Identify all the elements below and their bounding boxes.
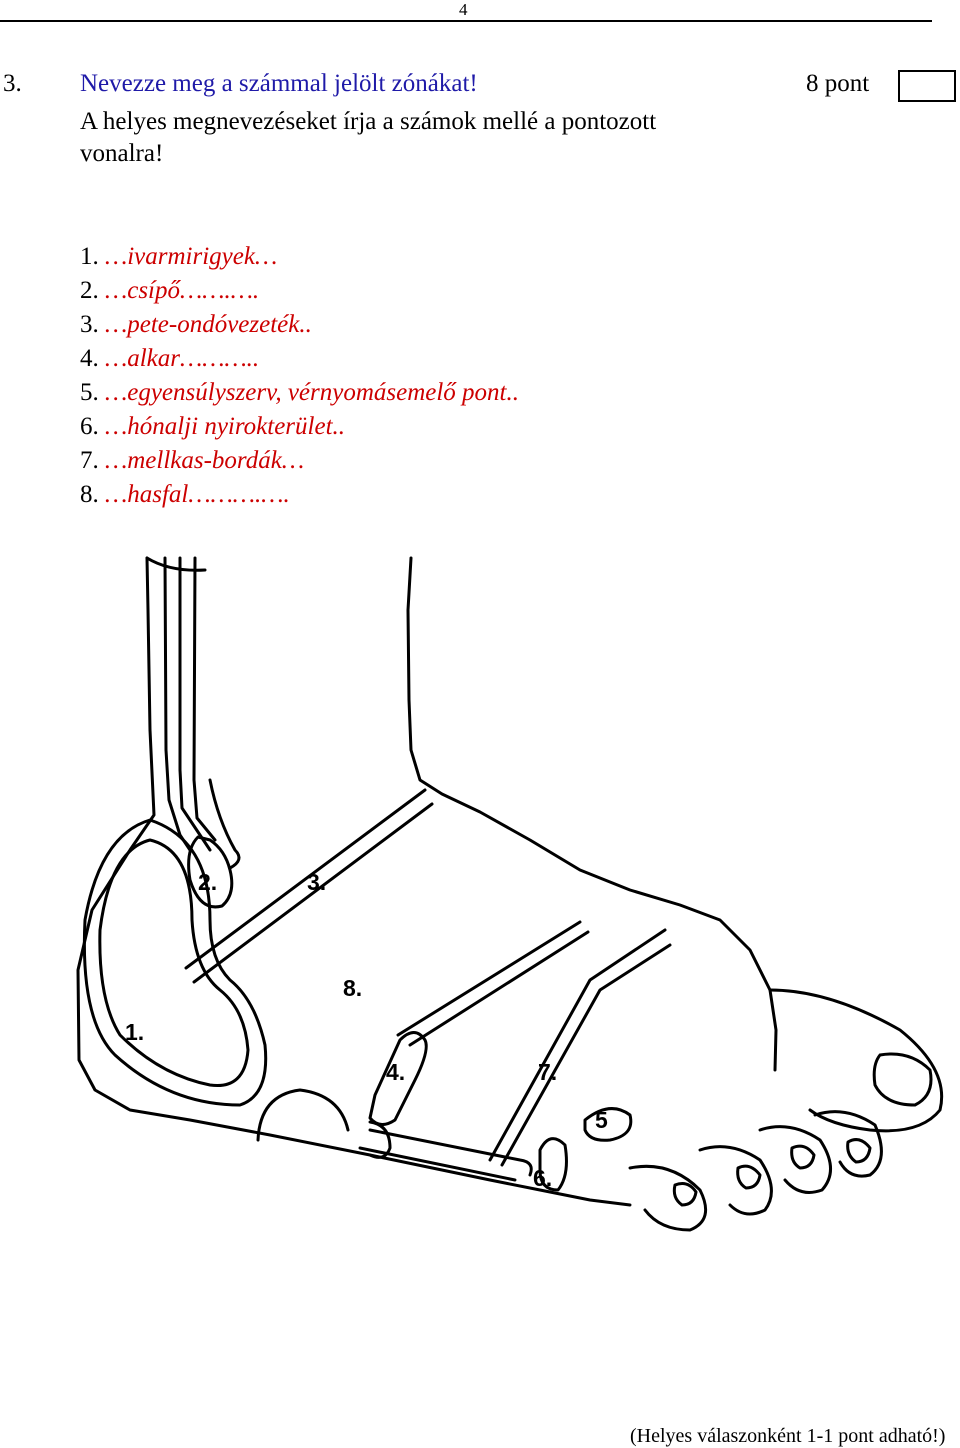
toe-nail-3 xyxy=(790,1144,816,1170)
balance-zone xyxy=(583,1107,633,1142)
toe-nail-4 xyxy=(736,1164,762,1190)
toe-nail-5 xyxy=(672,1182,698,1207)
score-box[interactable] xyxy=(898,70,956,102)
midfoot-band-right xyxy=(408,930,590,1047)
answer-text[interactable]: …hónalji nyirokterület.. xyxy=(105,413,346,440)
ankle-band-top xyxy=(184,788,427,970)
hip-zone xyxy=(187,835,234,909)
answer-number: 2. xyxy=(80,277,99,304)
big-toe xyxy=(768,988,944,1133)
answer-row: 5. …egyensúlyszerv, vérnyomásemelő pont.… xyxy=(80,376,519,410)
foot-reflex-zone-diagram: 1. 2. 3. 4. 5 6. 7. 8. xyxy=(70,550,960,1260)
answer-row: 6. …hónalji nyirokterület.. xyxy=(80,410,519,444)
heel-zone xyxy=(98,838,250,1088)
arch-pad xyxy=(256,1088,350,1142)
ankle-band-bottom xyxy=(192,802,434,984)
midfoot-band-left xyxy=(396,920,582,1037)
answer-text[interactable]: …csípő…….…. xyxy=(105,277,260,304)
page-number: 4 xyxy=(459,0,468,19)
question-instruction: A helyes megnevezéseket írja a számok me… xyxy=(80,108,657,167)
leg-front-outline xyxy=(406,556,778,1072)
answer-number: 6. xyxy=(80,413,99,440)
toe-3 xyxy=(758,1125,832,1194)
figure-label: 2. xyxy=(198,869,217,895)
big-toe-nail xyxy=(872,1052,933,1107)
plantar-knob xyxy=(368,1120,392,1159)
heel-zone-outer xyxy=(82,818,268,1107)
foot-outline-drawing: 1. 2. 3. 4. 5 6. 7. 8. xyxy=(76,556,944,1232)
figure-label: 5 xyxy=(595,1107,608,1133)
answer-text[interactable]: …pete-ondóvezeték.. xyxy=(105,311,312,338)
answer-number: 7. xyxy=(80,447,99,474)
figure-label: 8. xyxy=(343,975,362,1001)
answer-text[interactable]: …ivarmirigyek… xyxy=(105,243,278,270)
hip-zone-tail xyxy=(208,778,241,870)
answer-text[interactable]: …alkar……….. xyxy=(105,345,260,372)
answer-row: 1. …ivarmirigyek… xyxy=(80,240,519,274)
answer-list: 1. …ivarmirigyek… 2. …csípő…….…. 3. …pet… xyxy=(80,240,519,512)
answer-number: 8. xyxy=(80,481,99,508)
toe-pinky xyxy=(628,1164,708,1232)
question-number: 3. xyxy=(3,70,22,97)
tendon-top-cap xyxy=(145,556,207,572)
answer-number: 5. xyxy=(80,379,99,406)
toe-2 xyxy=(813,1110,883,1178)
answer-row: 4. …alkar……….. xyxy=(80,342,519,376)
answer-number: 3. xyxy=(80,311,99,338)
answer-number: 1. xyxy=(80,243,99,270)
figure-label: 4. xyxy=(386,1059,405,1085)
plantar-band-bottom xyxy=(358,1146,517,1182)
toe-nail-2 xyxy=(846,1138,872,1164)
leg-back-outline xyxy=(76,556,632,1207)
figure-label: 3. xyxy=(307,869,326,895)
figure-label: 1. xyxy=(125,1019,144,1045)
midfoot-diagonal-2 xyxy=(500,943,672,1167)
answer-text[interactable]: …mellkas-bordák… xyxy=(105,447,305,474)
lymph-zone xyxy=(538,1137,568,1192)
figure-label: 7. xyxy=(538,1059,557,1085)
plantar-band-top xyxy=(368,1128,533,1177)
figure-label: 6. xyxy=(533,1165,552,1191)
answer-row: 3. …pete-ondóvezeték.. xyxy=(80,308,519,342)
answer-text[interactable]: …hasfal……….…. xyxy=(105,481,290,508)
answer-number: 4. xyxy=(80,345,99,372)
tendon-line-3 xyxy=(192,556,217,842)
scoring-footnote: (Helyes válaszonként 1-1 pont adható!) xyxy=(630,1425,946,1447)
answer-row: 7. …mellkas-bordák… xyxy=(80,444,519,478)
question-title: Nevezze meg a számmal jelölt zónákat! xyxy=(80,70,478,97)
tendon-line-2 xyxy=(178,556,212,852)
midfoot-diagonal xyxy=(488,928,667,1162)
answer-text[interactable]: …egyensúlyszerv, vérnyomásemelő pont.. xyxy=(105,379,520,406)
toe-4 xyxy=(698,1145,773,1216)
tendon-line-1 xyxy=(163,556,192,852)
answer-row: 2. …csípő…….…. xyxy=(80,274,519,308)
question-points: 8 pont xyxy=(806,70,870,97)
header-rule xyxy=(0,20,932,22)
answer-row: 8. …hasfal……….…. xyxy=(80,478,519,512)
